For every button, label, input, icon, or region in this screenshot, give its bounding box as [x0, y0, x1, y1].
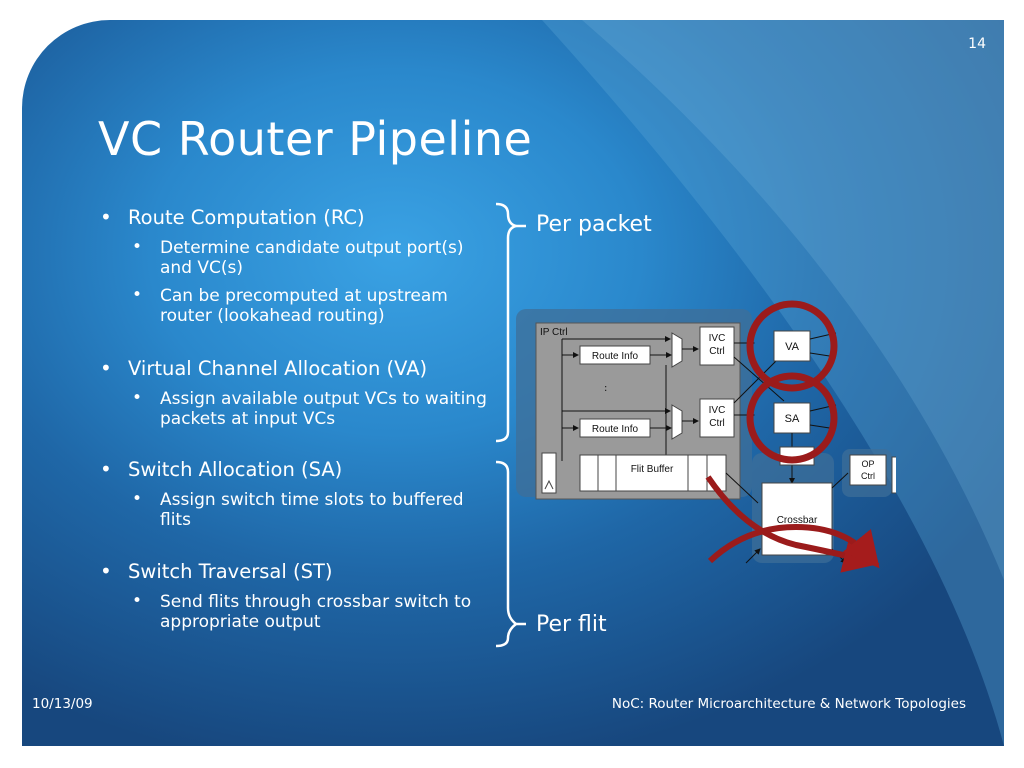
flit-buffer-label: Flit Buffer: [631, 464, 674, 475]
router-diagram: IP Ctrl Route Info IVC Ctrl : Route Info…: [516, 300, 896, 573]
bullet-group-rc: Route Computation (RC) Determine candida…: [100, 205, 490, 326]
flit-buffer-to-crossbar-wire: [725, 472, 759, 504]
sub-bullet-rc-2: Can be precomputed at upstream router (l…: [100, 285, 490, 326]
op-ctrl-box: [849, 454, 887, 486]
ivc-ctrl-1-label-a: IVC: [709, 333, 726, 344]
va-highlight-ring: [746, 300, 838, 392]
ip-ctrl-label: IP Ctrl: [540, 327, 568, 338]
sa-highlight-ring: [746, 372, 838, 464]
bullet-group-st: Switch Traversal (ST) Send flits through…: [100, 559, 490, 632]
mux-1: [671, 332, 683, 368]
bullet-sa: Switch Allocation (SA): [100, 457, 490, 482]
op-ctrl-label-a: OP: [861, 459, 874, 469]
footer-date: 10/13/09: [32, 696, 93, 712]
sub-bullet-rc-1: Determine candidate output port(s) and V…: [100, 237, 490, 278]
sa-label: SA: [785, 413, 800, 425]
mux-2: [671, 404, 683, 440]
brace-per-packet: [495, 202, 526, 443]
sub-bullet-st-1: Send flits through crossbar switch to ap…: [100, 591, 490, 632]
input-port-clock-icon: [544, 479, 554, 490]
ivc-ctrl-2-box: [699, 398, 735, 438]
background-sweep: [542, 20, 1004, 746]
input-port-buffer: [541, 452, 557, 494]
bullet-group-va: Virtual Channel Allocation (VA) Assign a…: [100, 356, 490, 429]
va-box: [773, 330, 811, 362]
footer-title: NoC: Router Microarchitecture & Network …: [611, 696, 966, 712]
route-info-2-label: Route Info: [592, 424, 639, 435]
bullet-group-sa: Switch Allocation (SA) Assign switch tim…: [100, 457, 490, 530]
route-info-1-label: Route Info: [592, 351, 639, 362]
ivc-ctrl-2-label-a: IVC: [709, 405, 726, 416]
ivc-ctrl-1-label-b: Ctrl: [709, 346, 725, 357]
crossbar-to-op-wire: [831, 472, 849, 489]
traversal-arrow-2: [707, 523, 880, 569]
va-label: VA: [785, 341, 800, 353]
label-per-packet: Per packet: [536, 212, 652, 237]
bullet-st: Switch Traversal (ST): [100, 559, 490, 584]
crossbar-label: Crossbar: [777, 515, 818, 526]
bullet-rc: Route Computation (RC): [100, 205, 490, 230]
op-ctrl-label-b: Ctrl: [861, 471, 875, 481]
crossbar-in-wire: [745, 548, 761, 564]
ivc-ctrl-1-box: [699, 326, 735, 366]
sa-box: [773, 402, 811, 434]
ip-ctrl-wires: [561, 336, 785, 461]
flit-buffer: [579, 454, 727, 492]
sub-bullet-sa-1: Assign switch time slots to buffered fli…: [100, 489, 490, 530]
slide-title: VC Router Pipeline: [98, 112, 533, 166]
bullet-va: Virtual Channel Allocation (VA): [100, 356, 490, 381]
slide-number: 14: [968, 36, 986, 52]
ivc-ctrl-2-label-b: Ctrl: [709, 418, 725, 429]
sub-bullet-va-1: Assign available output VCs to waiting p…: [100, 388, 490, 429]
brace-per-flit: [495, 460, 526, 648]
output-port-buffer: [891, 456, 896, 494]
label-per-flit: Per flit: [536, 612, 607, 637]
ellipsis-dots: :: [604, 383, 607, 394]
